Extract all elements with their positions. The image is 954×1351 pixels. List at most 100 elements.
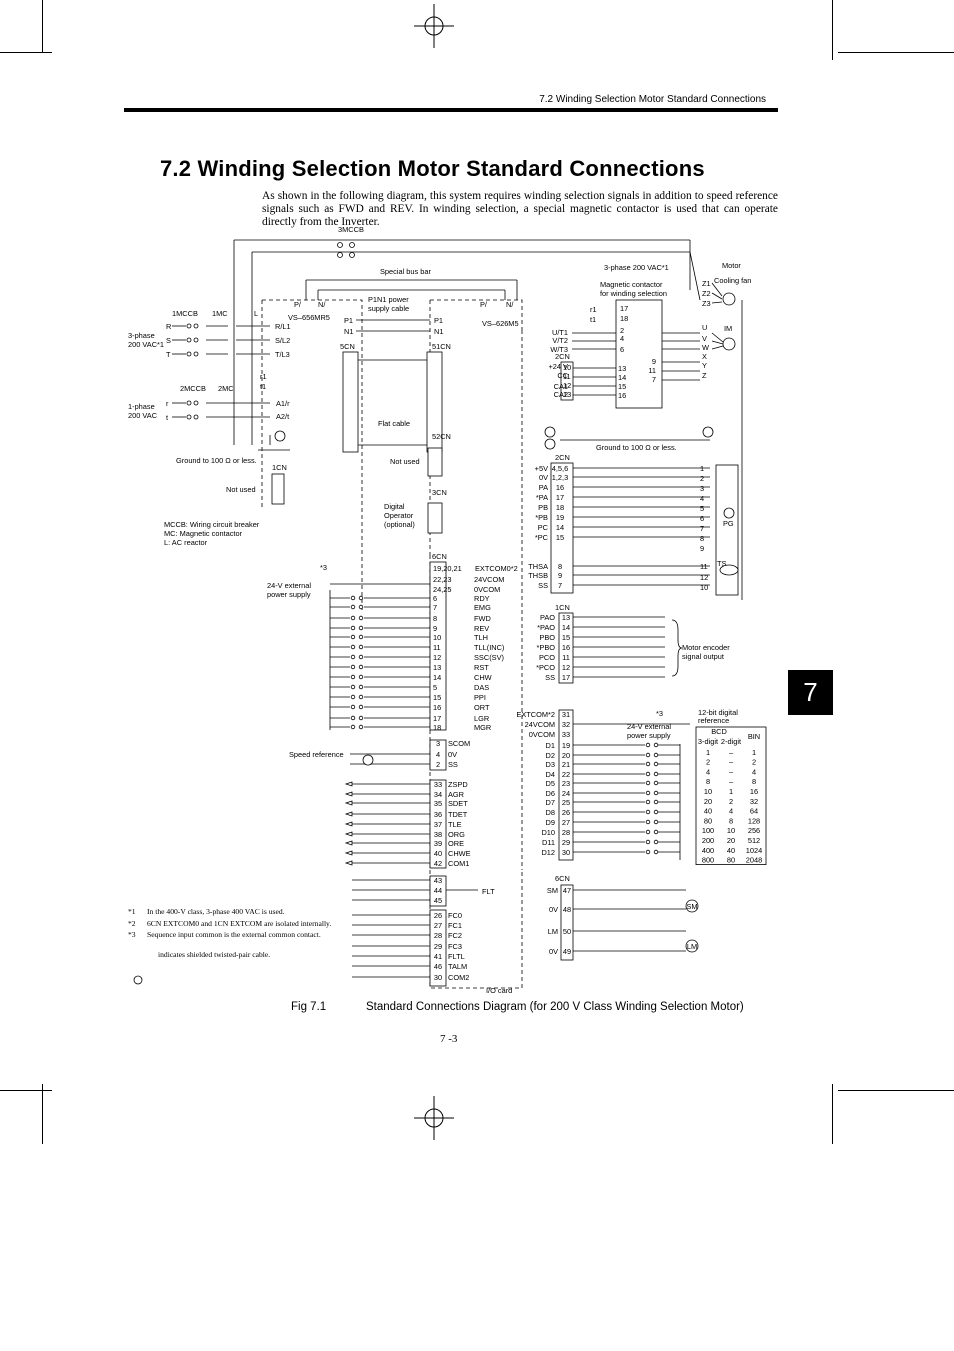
arrow bbox=[344, 850, 353, 856]
pin-number: 37 bbox=[434, 820, 442, 829]
wire bbox=[711, 301, 723, 304]
pin-number: 26 bbox=[434, 911, 442, 920]
label-p1n1: P1N1 power bbox=[368, 295, 409, 304]
connector-pin: 12 bbox=[563, 381, 571, 390]
table-cell: 200 bbox=[702, 836, 714, 845]
label-motor: Motor bbox=[722, 261, 741, 270]
switch-contact bbox=[358, 684, 364, 690]
lm-meter bbox=[685, 939, 699, 953]
switch-contact bbox=[350, 604, 356, 610]
pg-pin: 6 bbox=[700, 514, 704, 523]
legend-mc: MC: Magnetic contactor bbox=[164, 529, 243, 538]
signal-name: 0V bbox=[549, 947, 558, 956]
signal-name: RDY bbox=[474, 594, 490, 603]
pin-number: 28 bbox=[434, 931, 442, 940]
switch-contact bbox=[350, 694, 356, 700]
signal-name: 0V bbox=[448, 750, 457, 759]
crop-mark bbox=[0, 52, 52, 53]
footnote: indicates shielded twisted-pair cable. bbox=[158, 949, 271, 959]
breaker-contact bbox=[186, 337, 192, 343]
pin-number: 45 bbox=[434, 896, 442, 905]
contactor-pin: 2 bbox=[620, 326, 624, 335]
label-ground: Ground to 100 Ω or less. bbox=[596, 443, 677, 452]
switch-contact bbox=[350, 625, 356, 631]
label-io-card: I/O card bbox=[486, 986, 512, 995]
signal-name: TLL(INC) bbox=[474, 643, 504, 652]
label-magnetic-contactor: Magnetic contactor bbox=[600, 280, 663, 289]
pin-number: 8 bbox=[558, 562, 562, 571]
table-cell: 8 bbox=[752, 777, 756, 786]
contactor-pin: 14 bbox=[618, 373, 626, 382]
connector-5cn bbox=[342, 351, 359, 453]
connector-6cn-relay bbox=[429, 875, 447, 907]
pin-number: 39 bbox=[434, 839, 442, 848]
signal-name: DAS bbox=[474, 683, 489, 692]
table-cell: – bbox=[729, 758, 734, 767]
wire bbox=[711, 345, 724, 350]
pin-number: 30 bbox=[562, 848, 570, 857]
phase-label: S bbox=[166, 336, 171, 345]
header-rule bbox=[124, 108, 778, 112]
terminal-a2: A2/t bbox=[276, 412, 289, 421]
connector-3cn bbox=[427, 502, 443, 534]
terminal-s: S/L2 bbox=[275, 336, 290, 345]
label-sm: SM bbox=[686, 902, 697, 911]
label-p: P/ bbox=[294, 300, 302, 309]
pin-number: 1,2,3 bbox=[552, 473, 568, 482]
signal-name: THSB bbox=[528, 571, 548, 580]
terminal-r: R/L1 bbox=[275, 322, 291, 331]
terminal-t1: t1 bbox=[260, 382, 266, 391]
terminal-r1: r1 bbox=[260, 372, 267, 381]
signal-name: COM2 bbox=[448, 973, 469, 982]
label-vs656mr5: VS–656MR5 bbox=[288, 313, 330, 322]
label-encoder-output: Motor encoder bbox=[682, 643, 730, 652]
breaker-contact bbox=[186, 400, 192, 406]
connector-6cn-meter bbox=[560, 884, 574, 961]
chapter-tab: 7 bbox=[788, 670, 833, 715]
signal-name: EXTCOM*2 bbox=[516, 710, 555, 719]
label-3phase: 3-phase bbox=[128, 331, 155, 340]
table-cell: 40 bbox=[704, 807, 712, 816]
switch-contact bbox=[350, 715, 356, 721]
phase-label: r bbox=[166, 399, 169, 408]
table-cell: 16 bbox=[750, 787, 758, 796]
switch-contact bbox=[653, 780, 659, 786]
pin-number: 3 bbox=[436, 739, 440, 748]
switch-contact bbox=[350, 674, 356, 680]
pin-number: 11 bbox=[433, 643, 441, 652]
label-not-used: Not used bbox=[226, 485, 256, 494]
table-cell: 400 bbox=[702, 846, 714, 855]
pg-box bbox=[715, 464, 739, 596]
pin-number: 30 bbox=[434, 973, 442, 982]
label-1cn: 1CN bbox=[555, 603, 570, 612]
table-cell: 1024 bbox=[746, 846, 762, 855]
switch-contact bbox=[350, 704, 356, 710]
signal-name: PCO bbox=[539, 653, 555, 662]
label-lm: LM bbox=[687, 942, 697, 951]
crop-mark bbox=[0, 1090, 52, 1091]
signal-name: PB bbox=[538, 503, 548, 512]
switch-contact bbox=[645, 799, 651, 805]
signal-name: SS bbox=[545, 673, 555, 682]
label-ground: Ground to 100 Ω or less. bbox=[176, 456, 257, 465]
inverter-terminal: CA2 bbox=[554, 390, 568, 399]
terminal-t: T/L3 bbox=[275, 350, 290, 359]
motor-terminal: X bbox=[702, 352, 707, 361]
signal-name: SDET bbox=[448, 799, 468, 808]
pin-number: 8 bbox=[433, 614, 437, 623]
signal-name: D4 bbox=[546, 770, 555, 779]
pin-number: 19 bbox=[562, 741, 570, 750]
pin-number: 16 bbox=[556, 483, 564, 492]
pin-number: 13 bbox=[562, 613, 570, 622]
label-im: IM bbox=[724, 324, 732, 333]
contactor-pin: 11 bbox=[648, 366, 656, 375]
pin-number: 19 bbox=[556, 513, 564, 522]
legend-l: L: AC reactor bbox=[164, 538, 208, 547]
label-n1: N1 bbox=[434, 327, 443, 336]
pin-number: 38 bbox=[434, 830, 442, 839]
pin-number: 26 bbox=[562, 808, 570, 817]
crop-mark bbox=[42, 0, 43, 52]
motor-terminal: Z bbox=[702, 371, 707, 380]
label-200vac: 200 VAC*1 bbox=[128, 340, 164, 349]
pg-symbol bbox=[723, 507, 735, 519]
